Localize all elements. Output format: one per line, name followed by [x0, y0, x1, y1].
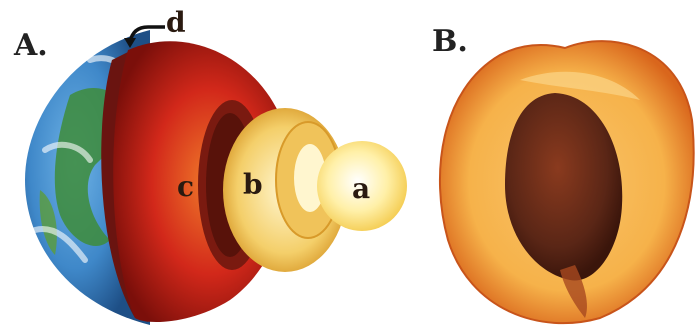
layer-label-b: b — [243, 168, 263, 201]
panel-a-label: A. — [14, 28, 48, 63]
layer-label-a: a — [352, 172, 370, 205]
layer-label-d: d — [166, 6, 186, 39]
earth-diagram — [25, 27, 407, 325]
panel-b-label: B. — [432, 24, 468, 59]
layer-label-c: c — [177, 170, 194, 203]
peach-diagram — [440, 41, 694, 323]
